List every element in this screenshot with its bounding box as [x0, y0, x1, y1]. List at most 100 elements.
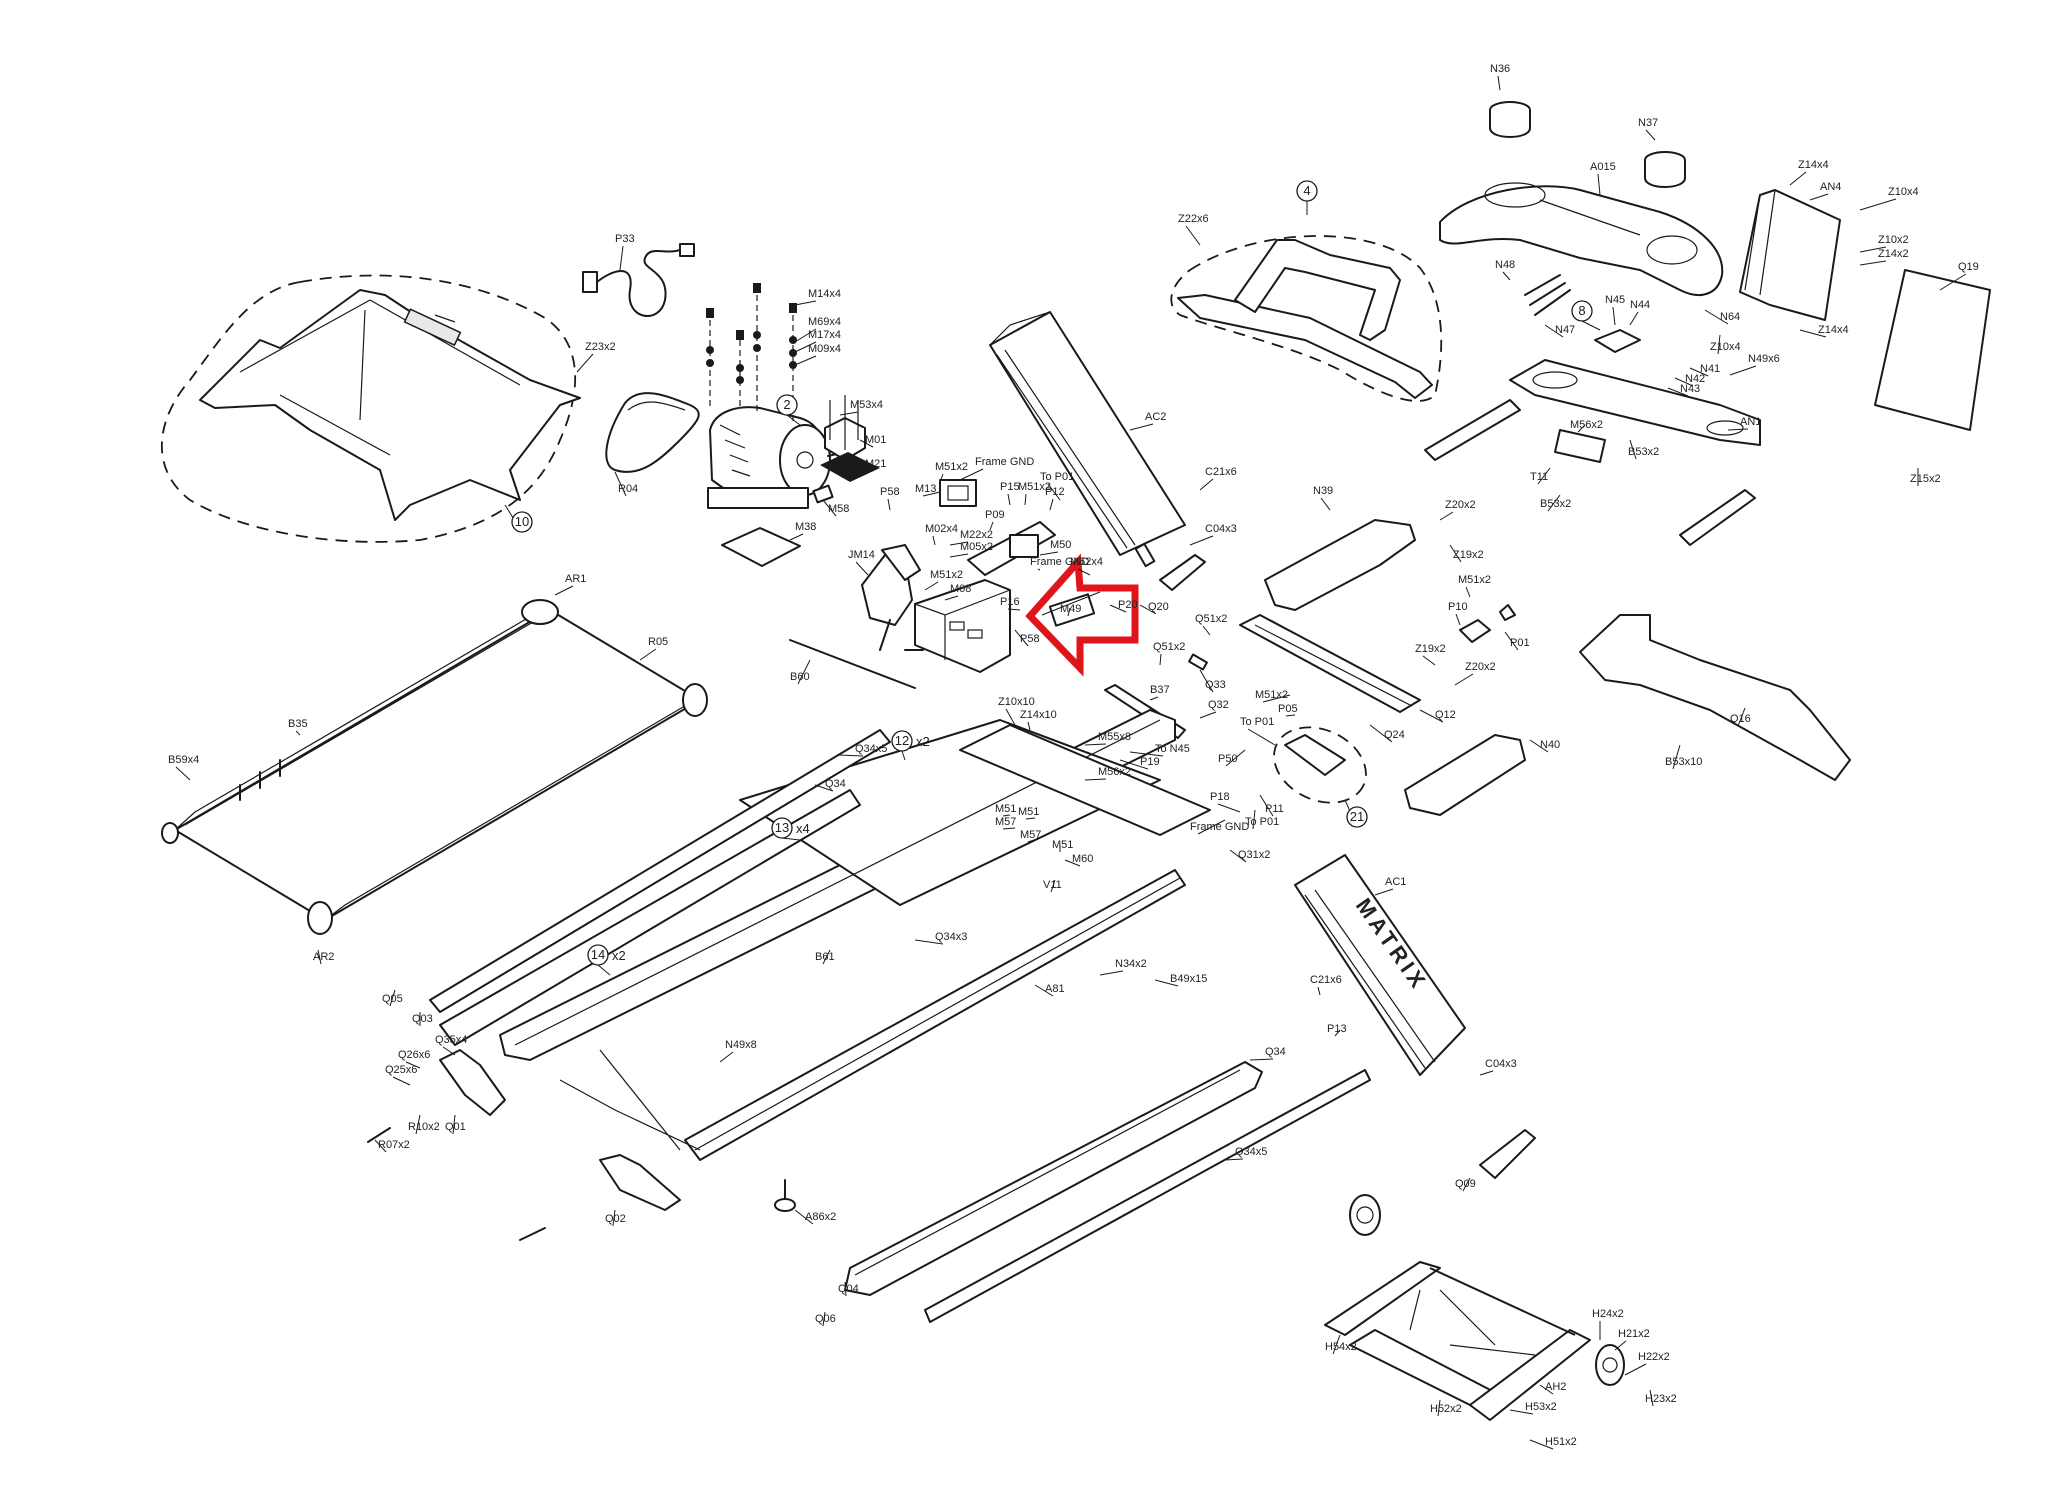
part-label-ar1: AR1: [565, 573, 586, 585]
part-label-n64: N64: [1720, 311, 1740, 323]
leader-line: [1025, 817, 1036, 820]
part-label-m50: M50: [1050, 539, 1071, 551]
part-label-m58: M58: [828, 503, 849, 515]
assembly-callout-21: 21: [1344, 799, 1368, 828]
part-label-q34a: Q34: [825, 778, 846, 790]
front-foot-cover-right: [599, 1154, 681, 1211]
part-label-b53x10: B53x10: [1665, 756, 1702, 768]
leader-line: [1005, 708, 1016, 726]
part-label-n43: N43: [1680, 383, 1700, 395]
part-label-q20: Q20: [1148, 601, 1169, 613]
leader-line: [452, 1114, 456, 1135]
part-label-q32: Q32: [1208, 699, 1229, 711]
part-label-p20: P20: [1118, 599, 1138, 611]
leader-line: [1259, 794, 1274, 817]
part-label-q09: Q09: [1455, 1178, 1476, 1190]
leader-line: [1332, 1334, 1341, 1355]
part-label-n36: N36: [1490, 63, 1510, 75]
safety-key-housing: [1459, 619, 1491, 643]
leader-line: [1154, 979, 1179, 987]
part-label-q01: Q01: [445, 1121, 466, 1133]
part-label-h23x2: H23x2: [1645, 1393, 1677, 1405]
leader-line: [794, 1209, 814, 1225]
part-label-m05x2: M05x2: [960, 541, 993, 553]
leader-line: [794, 300, 817, 306]
leader-line: [837, 754, 864, 757]
leader-line: [1667, 387, 1689, 397]
leader-line: [1727, 428, 1749, 431]
part-label-framegnd3: Frame GND: [1190, 821, 1249, 833]
leader-line: [576, 353, 594, 373]
callout-number: 10: [515, 514, 529, 529]
part-label-m62x4: M62x4: [1070, 556, 1103, 568]
part-label-framegnd1: Frame GND: [975, 456, 1034, 468]
leader-line: [1859, 198, 1897, 211]
leader-line: [1225, 749, 1246, 767]
upright-connector: [1159, 554, 1206, 591]
leader-line: [1374, 888, 1394, 896]
part-label-n39: N39: [1313, 485, 1333, 497]
leader-line: [1729, 365, 1757, 376]
main-frame: [499, 709, 1211, 1161]
handrail-Q24: [1239, 614, 1421, 713]
part-label-jm14: JM14: [848, 549, 875, 561]
leader-line: [1462, 1177, 1471, 1192]
leader-line: [1047, 483, 1061, 501]
leader-line: [612, 1209, 616, 1227]
part-label-q02: Q02: [605, 1213, 626, 1225]
console-switch-module: [1594, 329, 1641, 353]
leader-line: [1529, 739, 1549, 753]
part-label-p01: P01: [1510, 637, 1530, 649]
part-label-m53x4: M53x4: [850, 399, 883, 411]
part-label-ac2: AC2: [1145, 411, 1166, 423]
leader-line: [1509, 1409, 1534, 1415]
leader-line: [859, 439, 874, 448]
part-label-z20x2a: Z20x2: [1445, 499, 1476, 511]
leader-line: [175, 766, 191, 781]
leader-line: [1437, 1399, 1441, 1417]
leader-line: [554, 585, 574, 596]
leader-line: [1199, 711, 1217, 719]
callout-circle: [771, 817, 793, 839]
part-label-q34b: Q34: [1265, 1046, 1286, 1058]
part-label-b53x2b: B53x2: [1540, 498, 1571, 510]
leveling-foot: [774, 1179, 796, 1212]
assembly-callout-2: 2: [776, 394, 801, 426]
part-label-p19: P19: [1140, 756, 1160, 768]
left-arm-cover: [1264, 519, 1416, 611]
part-label-ah2: AH2: [1545, 1381, 1566, 1393]
part-label-q06: Q06: [815, 1313, 836, 1325]
leader-line: [1504, 631, 1519, 651]
part-label-n42: N42: [1685, 373, 1705, 385]
part-label-q34x3: Q34x3: [935, 931, 967, 943]
part-label-q04: Q04: [838, 1283, 859, 1295]
upright-left: [989, 311, 1186, 556]
leader-line: [1717, 334, 1721, 355]
part-label-p05: P05: [1278, 703, 1298, 715]
assembly-callout-4: 4: [1296, 180, 1318, 215]
part-label-h51x2: H51x2: [1545, 1436, 1577, 1448]
part-label-p33: P33: [615, 233, 635, 245]
callout-number: 12: [895, 733, 909, 748]
part-label-q51x2a: Q51x2: [1195, 613, 1227, 625]
leader-line: [855, 561, 869, 576]
part-label-z20x2b: Z20x2: [1465, 661, 1496, 673]
leader-line: [389, 989, 396, 1007]
leader-line: [1037, 568, 1041, 571]
leader-line: [1809, 193, 1829, 201]
part-label-framegnd2: Frame GND: [1030, 556, 1089, 568]
leader-line: [1285, 714, 1296, 717]
part-label-top01c: To P01: [1245, 816, 1279, 828]
leader-line: [839, 411, 859, 416]
part-label-z14x10: Z14x10: [1020, 709, 1057, 721]
callout-number: 21: [1350, 809, 1364, 824]
part-label-q03: Q03: [412, 1013, 433, 1025]
incline-sensor-assembly: [1273, 726, 1367, 804]
leader-line: [1629, 439, 1637, 460]
part-label-p50: P50: [1218, 753, 1238, 765]
part-label-p13: P13: [1327, 1023, 1347, 1035]
drive-belt: [605, 392, 700, 473]
leader-line: [1547, 494, 1561, 512]
callout-circle: [776, 394, 798, 416]
part-label-r10x2: R10x2: [408, 1121, 440, 1133]
